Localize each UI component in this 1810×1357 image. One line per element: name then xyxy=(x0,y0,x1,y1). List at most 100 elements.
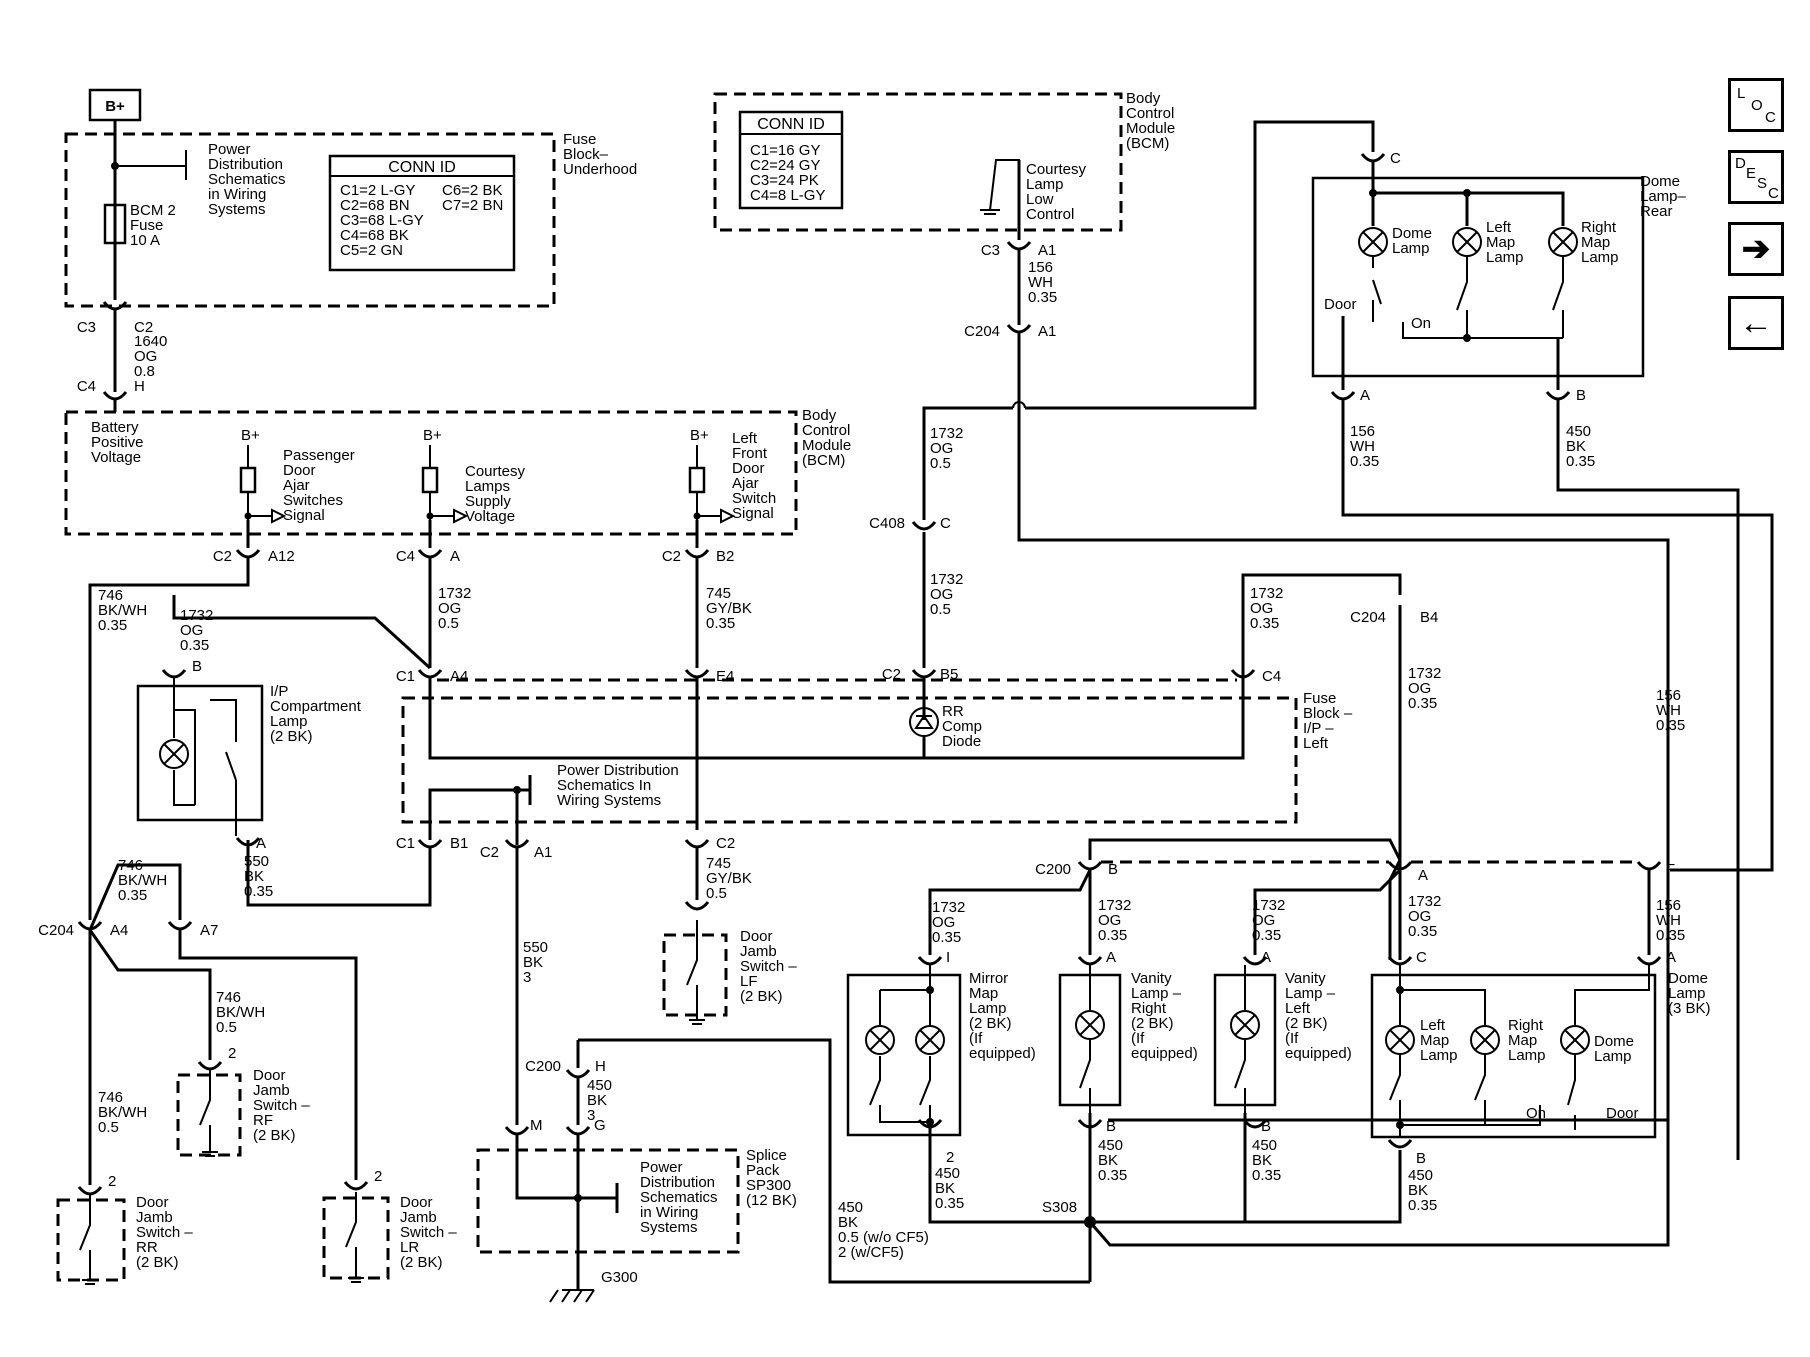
conn-c1-a4-left: C1 xyxy=(396,668,415,685)
bcm2-fuse-label-line-3: 10 A xyxy=(130,232,160,249)
dome-rear-right-map-lamp-line-3: Lamp xyxy=(1581,249,1619,266)
wire-1732-mirror-line-3: 0.35 xyxy=(932,929,961,946)
fuse-block-ip-title-line-1: Fuse xyxy=(1303,690,1336,707)
bcm-conn-id-lines-line-4: C4=8 L-GY xyxy=(750,187,825,204)
wire-156-top-line-2: WH xyxy=(1028,274,1053,291)
vanity-lamp-right-label-line-3: Right xyxy=(1131,1000,1167,1017)
conn-c3-a1-left: C3 xyxy=(981,242,1000,259)
mirror-map-lamp-label-line-4: (2 BK) xyxy=(969,1015,1012,1032)
door-jamb-lr-label-line-2: Jamb xyxy=(400,1209,437,1226)
wire-156-top-line-1: 156 xyxy=(1028,259,1053,276)
vanity-lamp-right-label-line-1: Vanity xyxy=(1131,970,1172,987)
wire-550-a1-line-3: 3 xyxy=(523,969,531,986)
conn-c1-b1-left: C1 xyxy=(396,835,415,852)
door-jamb-lf-label-line-1: Door xyxy=(740,928,773,945)
conn-c1-a4-right: A4 xyxy=(450,668,468,685)
conn-rr-2: 2 xyxy=(108,1173,116,1190)
conn-c4-h-left: C4 xyxy=(77,378,96,395)
dome-front-left-map-lamp-line-3: Lamp xyxy=(1420,1047,1458,1064)
conn-g: G xyxy=(594,1117,606,1134)
passenger-door-ajar-signal-line-4: Switches xyxy=(283,492,343,509)
conn-lr-2: 2 xyxy=(374,1168,382,1185)
conn-c4-a-right: A xyxy=(450,548,460,565)
conn-c200-h-left: C200 xyxy=(525,1058,561,1075)
description-button[interactable]: D E S C xyxy=(1728,150,1784,204)
conn-e4: E4 xyxy=(716,668,734,685)
wire-156-rear-line-2: WH xyxy=(1350,438,1375,455)
wire-550-a1-line-1: 550 xyxy=(523,939,548,956)
dome-rear-right-map-lamp-line-1: Right xyxy=(1581,219,1617,236)
wire-1732-dome-front-line-3: 0.35 xyxy=(1408,923,1437,940)
previous-page-button[interactable]: ← xyxy=(1728,296,1784,350)
conn-c204-a1-right: A1 xyxy=(1038,323,1056,340)
wire-745-lf-line-3: 0.5 xyxy=(706,885,727,902)
conn-c200-b-right: B xyxy=(1108,861,1118,878)
wire-746-c204-line-2: BK/WH xyxy=(118,872,167,889)
splice-power-distribution-note-line-4: in Wiring xyxy=(640,1204,698,1221)
conn-id-box-bcm xyxy=(738,110,844,210)
conn-ip-b: B xyxy=(192,658,202,675)
dome-front-dome-lamp-line-2: Lamp xyxy=(1594,1048,1632,1065)
dome-front-on-label: On xyxy=(1526,1105,1546,1122)
passenger-door-ajar-signal-line-2: Door xyxy=(283,462,316,479)
wire-745-lf-line-1: 745 xyxy=(706,855,731,872)
vanity-lamp-right-label-line-4: (2 BK) xyxy=(1131,1015,1174,1032)
door-jamb-lr-label-line-3: Switch – xyxy=(400,1224,457,1241)
passenger-door-ajar-signal-line-1: Passenger xyxy=(283,447,355,464)
conn-c200-a: A xyxy=(1418,867,1428,884)
wire-1640-line-1: 1640 xyxy=(134,333,167,350)
wire-550-a1-line-2: BK xyxy=(523,954,543,971)
bcm2-fuse-icon xyxy=(103,203,127,245)
door-jamb-rr-label-line-2: Jamb xyxy=(136,1209,173,1226)
wire-450-h-line-3: 3 xyxy=(587,1107,595,1124)
left-arrow-icon: ← xyxy=(1739,304,1773,342)
conn-id-underhood-left-line-4: C4=68 BK xyxy=(340,227,409,244)
vanity-lamp-left-label-line-2: Lamp – xyxy=(1285,985,1336,1002)
rr-comp-diode-label-line-1: RR xyxy=(942,703,964,720)
passenger-door-ajar-signal-line-3: Ajar xyxy=(283,477,310,494)
conn-c4-h-right: H xyxy=(134,378,145,395)
bcm-conn-id-lines-line-2: C2=24 GY xyxy=(750,157,820,174)
wire-1732-ip-line-1: 1732 xyxy=(180,607,213,624)
next-page-button[interactable]: ➔ xyxy=(1728,222,1784,276)
door-jamb-rf-label-line-2: Jamb xyxy=(253,1082,290,1099)
wire-450-mirror-line-3: 0.35 xyxy=(935,1195,964,1212)
mirror-map-lamp-label-line-2: Map xyxy=(969,985,998,1002)
location-button[interactable]: L O C xyxy=(1728,78,1784,132)
wire-450-ground-line-1: 450 xyxy=(838,1199,863,1216)
fuse-block-underhood-title-line-2: Block– xyxy=(563,146,609,163)
fuse-block-ip-title-line-3: I/P – xyxy=(1303,720,1334,737)
dome-lamp-front-title-line-1: Dome xyxy=(1668,970,1708,987)
mirror-map-lamp-label-line-3: Lamp xyxy=(969,1000,1007,1017)
conn-mirror-i: I xyxy=(946,949,950,966)
conn-c2-b2-left: C2 xyxy=(662,548,681,565)
ip-power-distribution-note-line-2: Schematics In xyxy=(557,777,651,794)
wire-1732-c408-lower-line-3: 0.5 xyxy=(930,601,951,618)
ip-power-distribution-note-line-1: Power Distribution xyxy=(557,762,679,779)
door-jamb-rr-label-line-5: (2 BK) xyxy=(136,1254,179,1271)
conn-c2-a12-right: A12 xyxy=(268,548,295,565)
conn-c200-h-right: H xyxy=(595,1058,606,1075)
left-front-door-ajar-signal-line-2: Front xyxy=(732,445,768,462)
dome-rear-door-label: Door xyxy=(1324,296,1357,313)
battery-positive-voltage-line-1: Battery xyxy=(91,419,139,436)
wire-746-a12-line-2: BK/WH xyxy=(98,602,147,619)
door-jamb-rr-label-line-3: Switch – xyxy=(136,1224,193,1241)
wire-1732-c408-upper-line-2: OG xyxy=(930,440,953,457)
courtesy-lamp-low-control-line-1: Courtesy xyxy=(1026,161,1087,178)
bcm-mid-title-line-1: Body xyxy=(802,407,837,424)
fuse-block-ip-outline xyxy=(401,696,1298,824)
wire-1732-b4-line-1: 1732 xyxy=(1408,665,1441,682)
conn-c2-a1-left: C2 xyxy=(480,844,499,861)
door-jamb-lr-label-line-1: Door xyxy=(400,1194,433,1211)
wire-450-vanity-right-line-3: 0.35 xyxy=(1098,1167,1127,1184)
dome-rear-on-label: On xyxy=(1411,315,1431,332)
left-front-door-ajar-signal-line-4: Ajar xyxy=(732,475,759,492)
ip-compartment-lamp-label-line-3: Lamp xyxy=(270,713,308,730)
dome-lamp-front-title-line-2: Lamp xyxy=(1668,985,1706,1002)
dome-rear-dome-lamp-line-2: Lamp xyxy=(1392,240,1430,257)
conn-id-title: CONN ID xyxy=(388,159,456,176)
wire-1732-dome-front-line-2: OG xyxy=(1408,908,1431,925)
conn-c408-left: C408 xyxy=(869,515,905,532)
